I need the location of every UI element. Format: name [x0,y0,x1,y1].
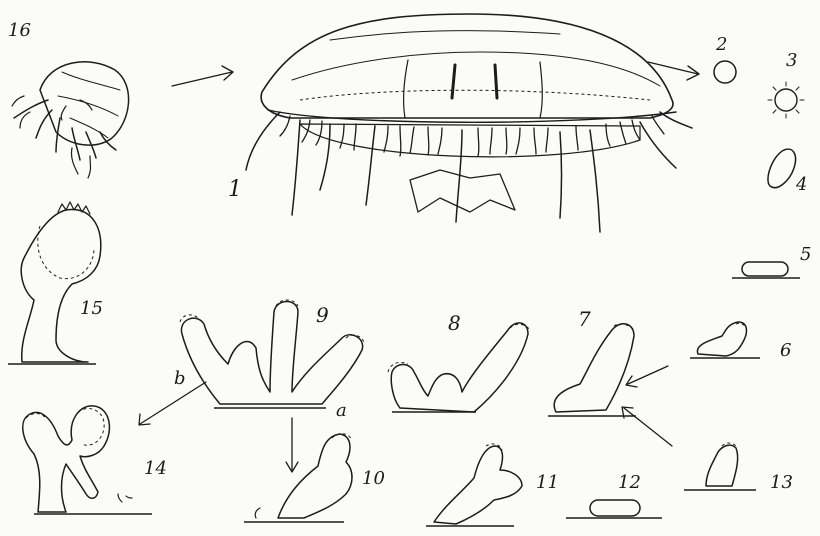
label-stage-12: 12 [618,472,641,493]
polyp-10-figure [244,434,352,522]
medusa-figure [246,14,692,232]
label-stage-4: 4 [795,174,807,195]
settled-larva-figure [732,262,800,278]
podocyst-12-figure [566,500,662,518]
young-medusa-figure [12,62,129,178]
ciliated-egg-figure [768,82,804,118]
label-stage-5: 5 [800,244,811,265]
arrow-16-to-1 [172,66,233,86]
label-stage-11: 11 [536,472,559,493]
arrow-9-to-14 [139,382,206,425]
label-stage-14: 14 [144,458,167,479]
label-stage-1: 1 [228,177,242,202]
young-polyp-figure [690,322,760,358]
strobila-15-figure [8,202,101,364]
label-stage-9: 9 [316,303,329,327]
label-stage-16: 16 [8,20,31,41]
polyp-13-figure [684,443,756,490]
branching-polyp-9-figure [180,300,364,408]
label-stage-3: 3 [786,50,797,71]
label-stage-7: 7 [578,307,591,331]
label-stage-2: 2 [715,34,727,55]
planula-figure [768,149,796,187]
arrows-to-7 [622,366,672,446]
egg-figure [714,61,736,83]
polyp-11-figure [426,444,522,526]
label-stage-6: 6 [780,340,791,361]
label-annotation-b: b [174,368,186,389]
label-stage-13: 13 [770,472,793,493]
arrow-9-to-10 [286,418,298,472]
label-stage-10: 10 [362,468,385,489]
label-annotation-a: a [336,400,347,421]
budding-polyp-14-figure [23,406,152,514]
polyp-8-figure [388,323,530,412]
polyp-7-figure [548,324,636,416]
label-stage-15: 15 [80,298,103,319]
label-stage-8: 8 [448,311,461,335]
